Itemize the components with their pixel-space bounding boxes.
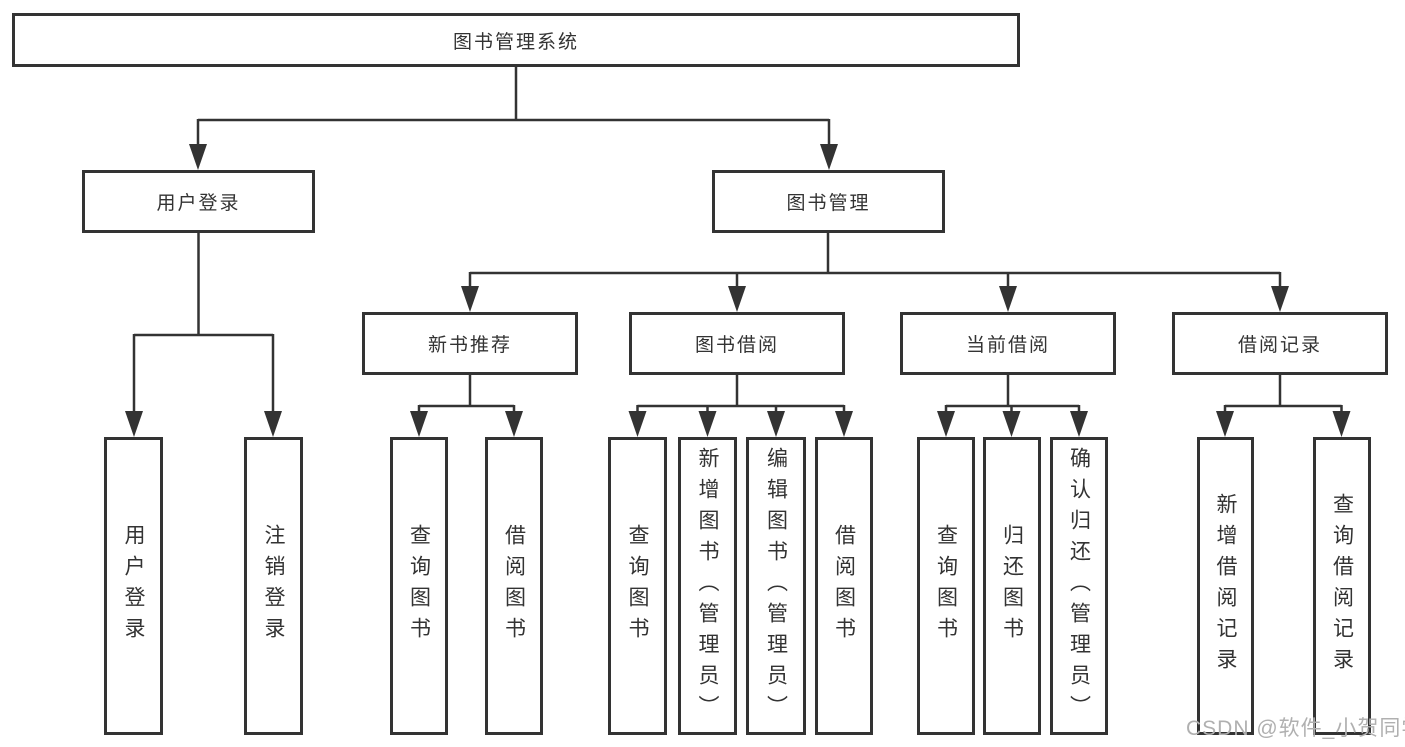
node-return-books: 归还图书: [983, 437, 1041, 735]
node-confirm-return-admin: 确认归还（管理员）: [1050, 437, 1108, 735]
arrow-down-icon: [835, 411, 853, 437]
node-label: 编辑图书（管理员）: [764, 446, 788, 726]
node-label: 查询图书: [407, 524, 431, 648]
node-user-login: 用户登录: [82, 170, 315, 233]
node-query-books-recommend: 查询图书: [390, 437, 448, 735]
node-query-borrow-record: 查询借阅记录: [1313, 437, 1371, 735]
node-label: 新增借阅记录: [1214, 493, 1237, 679]
node-borrow-books-recommend: 借阅图书: [485, 437, 543, 735]
node-label: 图书管理: [786, 193, 871, 214]
arrow-down-icon: [1070, 411, 1088, 437]
node-label: 新增图书（管理员）: [696, 446, 719, 726]
node-label: 归还图书: [1000, 524, 1024, 648]
node-borrow-books-borrow: 借阅图书: [815, 437, 873, 735]
node-new-book-recommend: 新书推荐: [362, 312, 578, 375]
node-label: 图书管理系统: [452, 31, 579, 53]
node-label: 当前借阅: [965, 335, 1050, 356]
arrow-down-icon: [1216, 411, 1234, 437]
node-user-login-leaf: 用户登录: [104, 437, 163, 735]
arrow-down-icon: [698, 411, 717, 437]
node-query-books-borrow: 查询图书: [608, 437, 667, 735]
node-current-borrow: 当前借阅: [900, 312, 1116, 375]
node-logout: 注销登录: [244, 437, 303, 735]
arrow-down-icon: [767, 411, 785, 437]
node-label: 确认归还（管理员）: [1067, 446, 1091, 726]
arrow-down-icon: [937, 411, 955, 437]
arrow-down-icon: [264, 411, 282, 437]
arrow-down-icon: [189, 144, 207, 170]
node-book-management-system: 图书管理系统: [12, 13, 1020, 67]
node-edit-books-admin: 编辑图书（管理员）: [746, 437, 806, 735]
arrow-down-icon: [125, 411, 143, 437]
arrow-down-icon: [410, 411, 428, 437]
arrow-down-icon: [999, 286, 1017, 312]
node-add-borrow-record: 新增借阅记录: [1197, 437, 1254, 735]
node-label: 查询图书: [626, 524, 649, 648]
csdn-watermark: CSDN @软件_小贺同学: [1186, 717, 1405, 740]
arrow-down-icon: [820, 144, 838, 170]
node-query-books-current: 查询图书: [917, 437, 975, 735]
node-label: 查询借阅记录: [1330, 493, 1354, 679]
node-add-books-admin: 新增图书（管理员）: [678, 437, 737, 735]
node-label: 用户登录: [122, 524, 145, 648]
node-label: 新书推荐: [427, 335, 512, 356]
node-label: 借阅图书: [502, 524, 526, 648]
node-label: 查询图书: [934, 524, 958, 648]
node-book-management: 图书管理: [712, 170, 945, 233]
arrow-down-icon: [1271, 286, 1289, 312]
node-borrow-records: 借阅记录: [1172, 312, 1388, 375]
arrow-down-icon: [461, 286, 479, 312]
connector-lines: [132, 65, 1343, 419]
node-book-borrow: 图书借阅: [629, 312, 845, 375]
node-label: 借阅记录: [1237, 335, 1322, 356]
arrow-down-icon: [628, 411, 647, 437]
node-label: 借阅图书: [832, 524, 856, 648]
arrow-down-icon: [1002, 411, 1021, 437]
arrow-down-icon: [1332, 411, 1351, 437]
arrow-down-icons: [125, 144, 1351, 437]
node-label: 注销登录: [262, 524, 285, 648]
node-label: 用户登录: [156, 193, 241, 214]
node-label: 图书借阅: [694, 335, 779, 356]
arrow-down-icon: [505, 411, 523, 437]
arrow-down-icon: [728, 286, 746, 312]
